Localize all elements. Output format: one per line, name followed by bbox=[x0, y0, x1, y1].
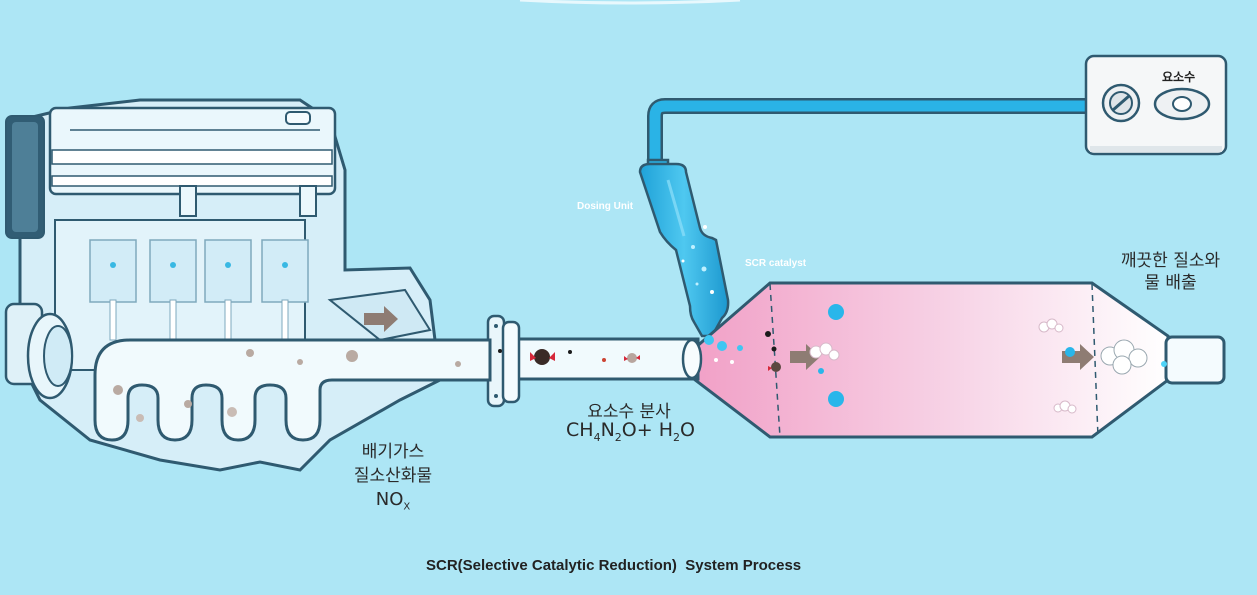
chemical-formula: CH4N2O+ H2O bbox=[566, 419, 695, 444]
dosing-unit-label: Dosing Unit bbox=[577, 201, 634, 212]
nox-main: NO bbox=[375, 489, 404, 510]
clean-output-label: 깨끗한 질소와 물 배출 bbox=[1108, 250, 1233, 294]
dosing-unit bbox=[638, 158, 730, 338]
urea-supply-line bbox=[647, 98, 1090, 160]
urea-spray bbox=[704, 335, 743, 364]
formula-sub-4: 4 bbox=[593, 430, 601, 444]
clean-molecule-icon bbox=[1100, 339, 1148, 375]
diagram-caption: SCR(Selective Catalytic Reduction) Syste… bbox=[426, 557, 802, 574]
urea-spray-label: 요소수 분사 bbox=[587, 402, 671, 422]
top-highlight bbox=[519, 0, 741, 5]
clean-molecule-icon bbox=[1053, 400, 1077, 414]
clean-output-line-2: 물 배출 bbox=[1144, 273, 1197, 293]
pipe-flange bbox=[486, 314, 521, 408]
piston bbox=[204, 239, 252, 341]
urea-tank bbox=[1084, 54, 1228, 156]
formula-ch: CH bbox=[566, 419, 594, 441]
nox-particle bbox=[624, 353, 640, 363]
outlet-pipe bbox=[1164, 335, 1226, 385]
formula-sub-2b: 2 bbox=[672, 430, 680, 444]
flow-arrow bbox=[364, 306, 398, 332]
cap-icon bbox=[1101, 83, 1141, 123]
formula-n: N bbox=[600, 419, 615, 441]
clean-molecule-icon bbox=[1038, 318, 1064, 333]
exhaust-label: 배기가스 질소산화물 NOX bbox=[338, 440, 448, 520]
piston bbox=[261, 239, 309, 341]
scr-catalyst-body bbox=[686, 281, 1170, 439]
engine bbox=[4, 98, 442, 472]
exhaust-line-1: 배기가스 bbox=[361, 442, 425, 462]
exhaust-line-2: 질소산화물 bbox=[353, 466, 433, 486]
nox-formula: NOX bbox=[338, 488, 448, 520]
nox-sub: X bbox=[403, 501, 411, 513]
pulley bbox=[4, 302, 74, 400]
urea-tank-label: 요소수 bbox=[1162, 70, 1196, 84]
scr-catalyst-label: SCR catalyst bbox=[745, 258, 807, 269]
clean-molecule-icon bbox=[809, 342, 840, 361]
gauge-icon bbox=[1153, 87, 1211, 121]
formula-o: O bbox=[679, 419, 695, 441]
piston bbox=[89, 239, 137, 341]
flow-arrow bbox=[1062, 344, 1094, 370]
nox-particle bbox=[530, 349, 555, 365]
clean-output-line-1: 깨끗한 질소와 bbox=[1120, 251, 1221, 271]
piston bbox=[149, 239, 197, 341]
exhaust-manifold bbox=[93, 338, 502, 442]
formula-o-plus-h: O+ H bbox=[621, 419, 673, 441]
mid-pipe bbox=[516, 337, 700, 381]
formula-sub-2a: 2 bbox=[614, 430, 622, 444]
nox-particle bbox=[768, 362, 781, 372]
